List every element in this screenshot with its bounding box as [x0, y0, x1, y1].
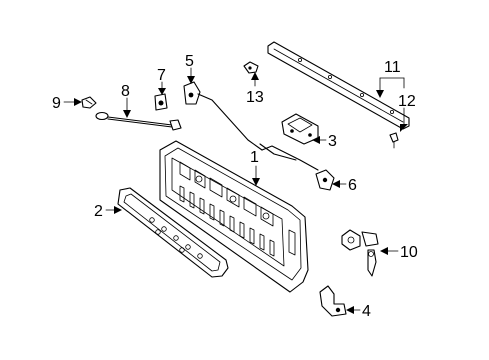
latch-control	[281, 113, 319, 145]
lock-bracket	[154, 93, 168, 111]
tailgate-trim-panel	[117, 187, 229, 278]
callout-labels: 1 2 3 4 5 6 7 8 9 10 11 12 13	[52, 53, 418, 320]
callout-10: 10	[400, 244, 418, 261]
callout-9: 9	[52, 95, 61, 112]
support-cable	[95, 111, 182, 131]
callout-11: 11	[384, 59, 401, 76]
handle-assembly	[183, 81, 319, 171]
callout-4: 4	[362, 303, 371, 320]
bolt	[81, 96, 97, 109]
lock-cylinder-key	[341, 229, 379, 277]
callout-2: 2	[94, 203, 103, 220]
rivet-clip	[243, 61, 259, 74]
leader-lines	[63, 67, 408, 314]
hinge	[319, 285, 347, 317]
protector-clip	[389, 132, 399, 149]
tailgate-top-protector	[267, 41, 410, 130]
callout-7: 7	[157, 67, 166, 84]
callout-6: 6	[348, 177, 357, 194]
callout-5: 5	[185, 53, 194, 70]
callout-13: 13	[246, 89, 264, 106]
callout-1: 1	[250, 149, 259, 166]
latch	[315, 169, 335, 191]
callout-12: 12	[398, 93, 416, 110]
callout-3: 3	[328, 133, 337, 150]
callout-8: 8	[121, 83, 130, 100]
tailgate-panel	[159, 140, 309, 293]
